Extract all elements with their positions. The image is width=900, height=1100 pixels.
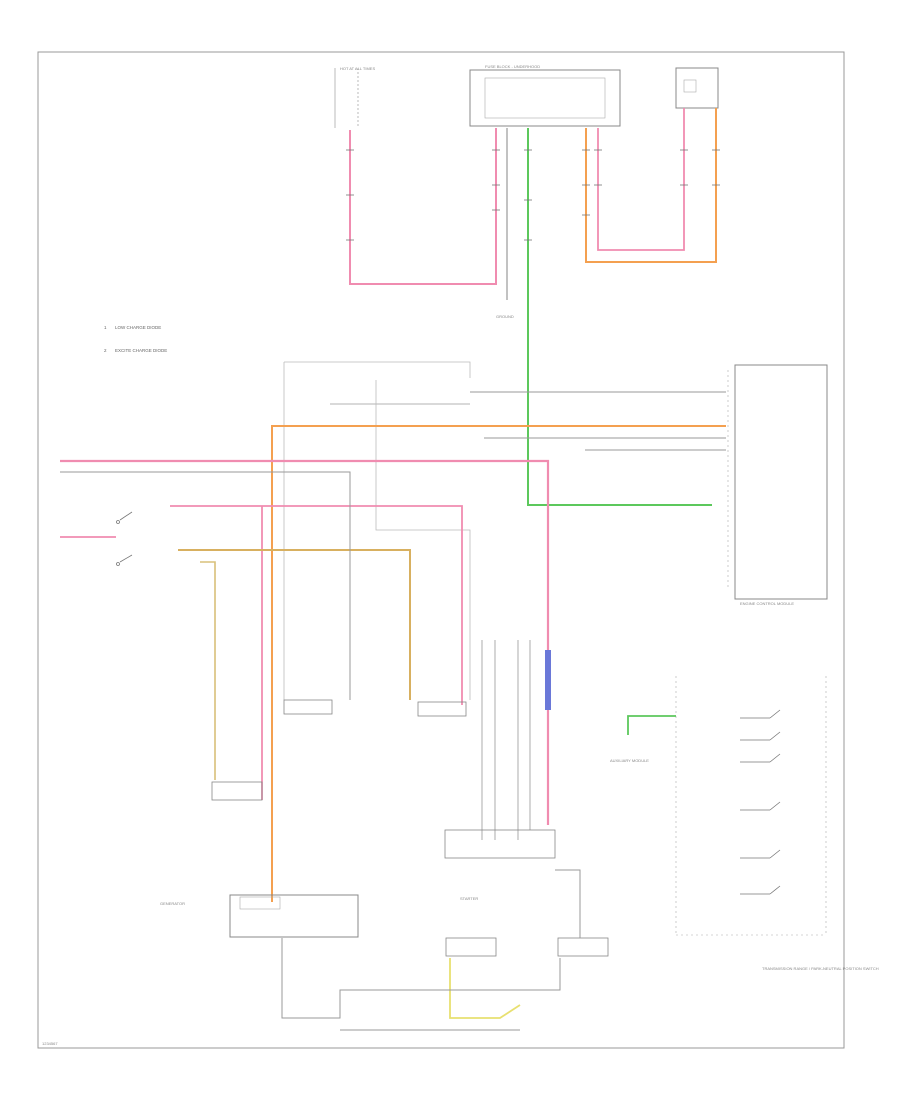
top-center-module-label: FUSE BLOCK - UNDERHOOD [485,64,540,69]
engine-control-module: ENGINE CONTROL MODULE [727,364,828,606]
wire-gray-left [60,471,351,700]
wire-gray-frame-b [375,380,471,700]
top-center-module: FUSE BLOCK - UNDERHOOD [469,64,621,127]
auxiliary-module-label: AUXILIARY MODULE [610,758,649,763]
left-switches [116,511,133,566]
top-right-module [675,67,719,109]
mid-components [211,699,556,859]
legend-item-1: LOW CHARGE DIODE [115,325,161,330]
diagram-frame [37,51,845,1049]
connector-ticks-top [346,149,720,241]
wire-pink-second [170,505,463,705]
top-fuse-label: HOT AT ALL TIMES [340,66,375,71]
wire-green-bottom [627,715,676,735]
wire-gray-bottom-3 [555,869,581,938]
wire-orange-top-right [585,108,717,263]
svg-text:1: 1 [104,325,107,330]
wire-tan-branch [200,561,216,780]
wire-gray-frame-a [284,361,471,378]
generator-module: GENERATOR [160,894,359,938]
starter-label: STARTER [460,896,478,901]
wire-pink-main [60,459,550,825]
battery-block: STARTER [445,896,609,957]
wire-pink-top-right [597,108,685,251]
transmission-range-switch: TRANSMISSION RANGE / PARK-NEUTRAL POSITI… [675,676,879,971]
wire-pink-top-left [349,128,497,285]
generator-label: GENERATOR [160,901,185,906]
wire-gold-main [178,549,411,700]
wire-yellow-bottom [449,958,521,1019]
wire-gray-bottom-1 [281,938,561,1019]
ground-label: GROUND [496,314,514,319]
legend-item-2: EXCITE CHARGE DIODE [115,348,167,353]
engine-control-module-label: ENGINE CONTROL MODULE [740,601,794,606]
footer-code: 1234567 [42,1041,58,1046]
wire-green-main [527,128,712,506]
svg-text:2: 2 [104,348,107,353]
legend: 1 LOW CHARGE DIODE 2 EXCITE CHARGE DIODE [104,325,167,353]
top-fuse-block: HOT AT ALL TIMES [334,66,375,128]
wire-orange-main [271,425,726,902]
wire-blue-segment [545,650,551,710]
transmission-range-label: TRANSMISSION RANGE / PARK-NEUTRAL POSITI… [762,966,879,971]
mid-relays [481,640,531,840]
